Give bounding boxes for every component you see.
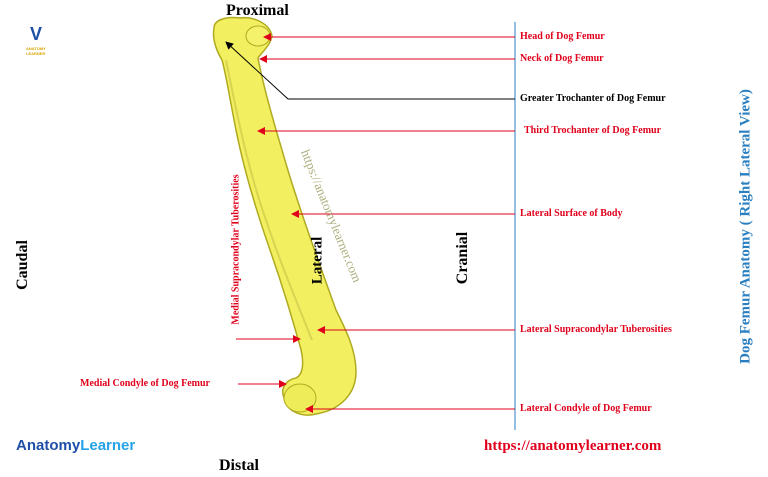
femur-bone xyxy=(212,16,357,416)
label-lateral-surface: Lateral Surface of Body xyxy=(520,208,623,219)
website-link[interactable]: https://anatomylearner.com xyxy=(484,438,662,454)
label-greater-trochanter: Greater Trochanter of Dog Femur xyxy=(520,93,666,104)
label-third-trochanter: Third Trochanter of Dog Femur xyxy=(524,125,662,136)
label-lateral-condyle: Lateral Condyle of Dog Femur xyxy=(520,403,652,414)
label-head: Head of Dog Femur xyxy=(520,31,605,42)
brand-part1: Anatomy xyxy=(16,437,81,454)
label-lateral-supracondylar: Lateral Supracondylar Tuberosities xyxy=(520,324,672,335)
direction-cranial: Cranial xyxy=(454,231,471,285)
direction-caudal: Caudal xyxy=(14,240,31,290)
anatomylearner-logo: V ANATOMY LEARNER xyxy=(26,22,52,56)
femur-head-shape xyxy=(245,25,271,47)
brand-wordmark: AnatomyLearner xyxy=(16,437,135,454)
diagram-title: Dog Femur Anatomy ( Right Lateral View) xyxy=(737,89,754,364)
label-neck: Neck of Dog Femur xyxy=(520,53,604,64)
medial-condyle-shape xyxy=(283,383,317,413)
logo-mark: V xyxy=(30,24,43,44)
label-medial-supracondylar: Medial Supracondylar Tuberosities xyxy=(230,174,242,325)
pointer-greater-trochanter xyxy=(225,41,515,100)
logo-text: ANATOMY LEARNER xyxy=(26,46,46,56)
direction-proximal: Proximal xyxy=(226,2,289,19)
brand-part2: Learner xyxy=(80,437,136,454)
direction-distal: Distal xyxy=(219,457,259,474)
femur-shading xyxy=(225,59,313,341)
label-medial-condyle: Medial Condyle of Dog Femur xyxy=(80,378,210,389)
direction-lateral: Lateral xyxy=(309,236,326,285)
